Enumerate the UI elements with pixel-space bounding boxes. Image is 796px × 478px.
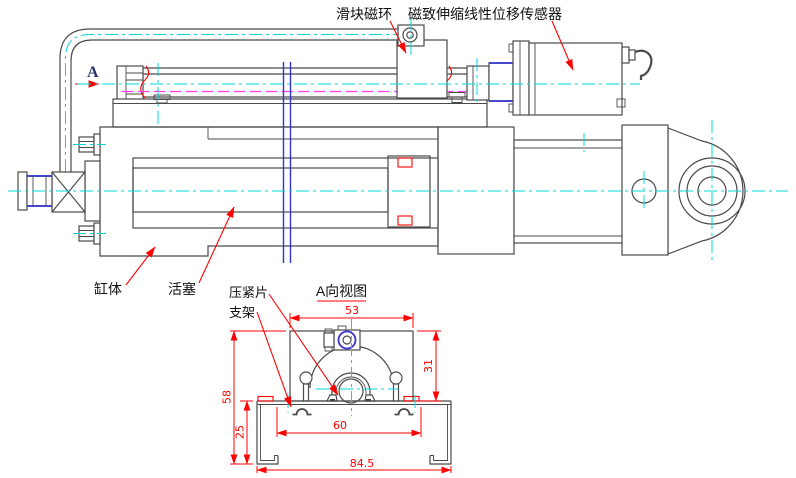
cylinder-bore xyxy=(132,157,439,229)
dim-channel-height: 25 xyxy=(234,425,247,439)
label-piston: 活塞 xyxy=(168,281,196,297)
piston-seal-top xyxy=(397,157,413,168)
hydraulic-cylinder-section xyxy=(99,126,515,257)
bracket-channel-side xyxy=(112,92,488,128)
clevis-mount-plate xyxy=(621,124,669,256)
main-view-labels: 滑块磁环 磁致伸缩线性位移传感器 缸体 活塞 xyxy=(94,6,574,297)
dim-plate-width: 53 xyxy=(345,304,359,317)
dim-total-height: 58 xyxy=(221,390,234,404)
pressing-pad-right xyxy=(403,395,420,402)
magnet-link-tube xyxy=(59,28,399,172)
spring-clips xyxy=(292,408,414,416)
sensor-cable xyxy=(634,49,653,80)
rod-extension-and-clevis xyxy=(513,124,746,256)
view-a-centerlines xyxy=(287,319,416,416)
label-cylinder-body: 缸体 xyxy=(94,281,122,297)
view-a-labels: 压紧片 支架 xyxy=(229,285,339,408)
view-a: A向视图 xyxy=(221,283,452,474)
label-slider-magnet-ring: 滑块磁环 xyxy=(336,6,392,22)
pressing-pad-left xyxy=(257,395,274,402)
main-side-view: A xyxy=(8,6,788,297)
label-bracket: 支架 xyxy=(229,305,255,320)
dim-total-width: 84.5 xyxy=(350,457,375,470)
break-squiggle-left xyxy=(140,65,150,99)
sensor-flange xyxy=(512,40,530,116)
hook-pins xyxy=(299,371,403,402)
label-pressing-piece: 压紧片 xyxy=(229,285,268,300)
section-a-letter: A xyxy=(87,64,99,81)
section-view-marker: A xyxy=(75,64,100,88)
tube-fitting-front xyxy=(323,325,361,352)
label-sensor: 磁致伸缩线性位移传感器 xyxy=(408,6,562,22)
sensor-connector xyxy=(621,46,630,64)
view-a-title: A向视图 xyxy=(316,283,367,299)
dim-plate-height: 31 xyxy=(422,359,435,373)
slider-magnet-block xyxy=(396,24,448,99)
dim-clip-span: 60 xyxy=(333,419,347,432)
view-a-dimensions: 53 31 58 25 60 84.5 xyxy=(221,304,452,474)
rear-rod-end xyxy=(17,133,101,245)
sensor-body xyxy=(528,42,623,116)
break-lines xyxy=(282,62,292,263)
sensor-head-assembly xyxy=(466,40,653,116)
piston-seal-bottom xyxy=(397,215,413,226)
centerlines xyxy=(8,18,788,262)
